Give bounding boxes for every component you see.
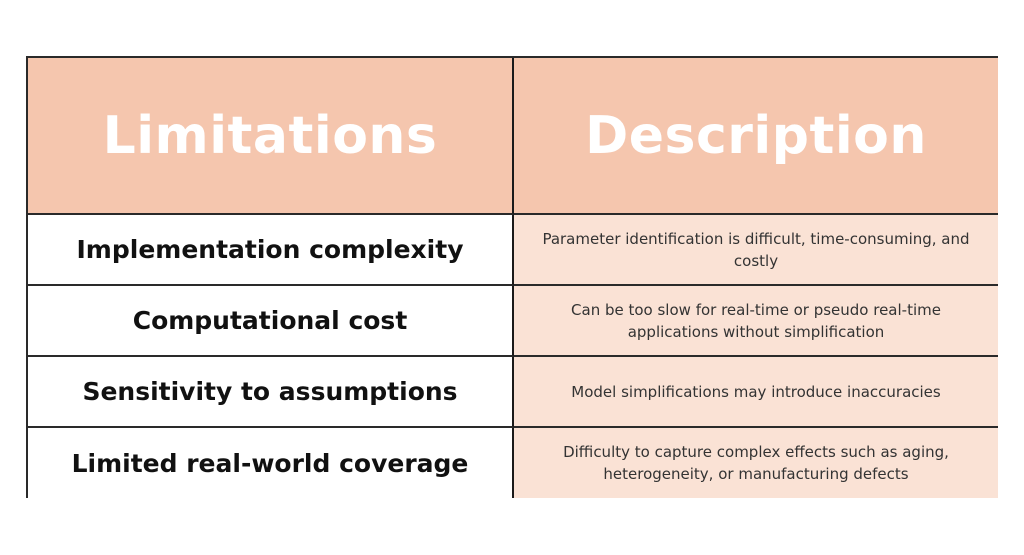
limitation-label: Computational cost [132,306,408,335]
limitations-table: Limitations Description Implementation c… [26,56,998,498]
limitation-label: Implementation complexity [76,235,464,264]
header-limitations: Limitations [28,58,514,215]
header-description: Description [514,58,998,215]
description-text: Can be too slow for real-time or pseudo … [571,300,941,341]
table-row-4-description: Difficulty to capture complex effects su… [514,428,998,498]
table-row-4-limitation: Limited real-world coverage [28,428,514,498]
description-text: Parameter identification is difficult, t… [542,229,970,270]
table-row-2-limitation: Computational cost [28,286,514,357]
table-row-2-description: Can be too slow for real-time or pseudo … [514,286,998,357]
table-row-1-description: Parameter identification is difficult, t… [514,215,998,286]
limitation-label: Limited real-world coverage [71,448,469,478]
description-text: Model simplifications may introduce inac… [571,382,941,401]
description-text: Difficulty to capture complex effects su… [563,443,949,483]
limitation-label: Sensitivity to assumptions [82,377,458,406]
table-row-3-description: Model simplifications may introduce inac… [514,357,998,428]
header-description-label: Description [585,105,927,166]
table-row-1-limitation: Implementation complexity [28,215,514,286]
header-limitations-label: Limitations [102,105,438,166]
table-row-3-limitation: Sensitivity to assumptions [28,357,514,428]
